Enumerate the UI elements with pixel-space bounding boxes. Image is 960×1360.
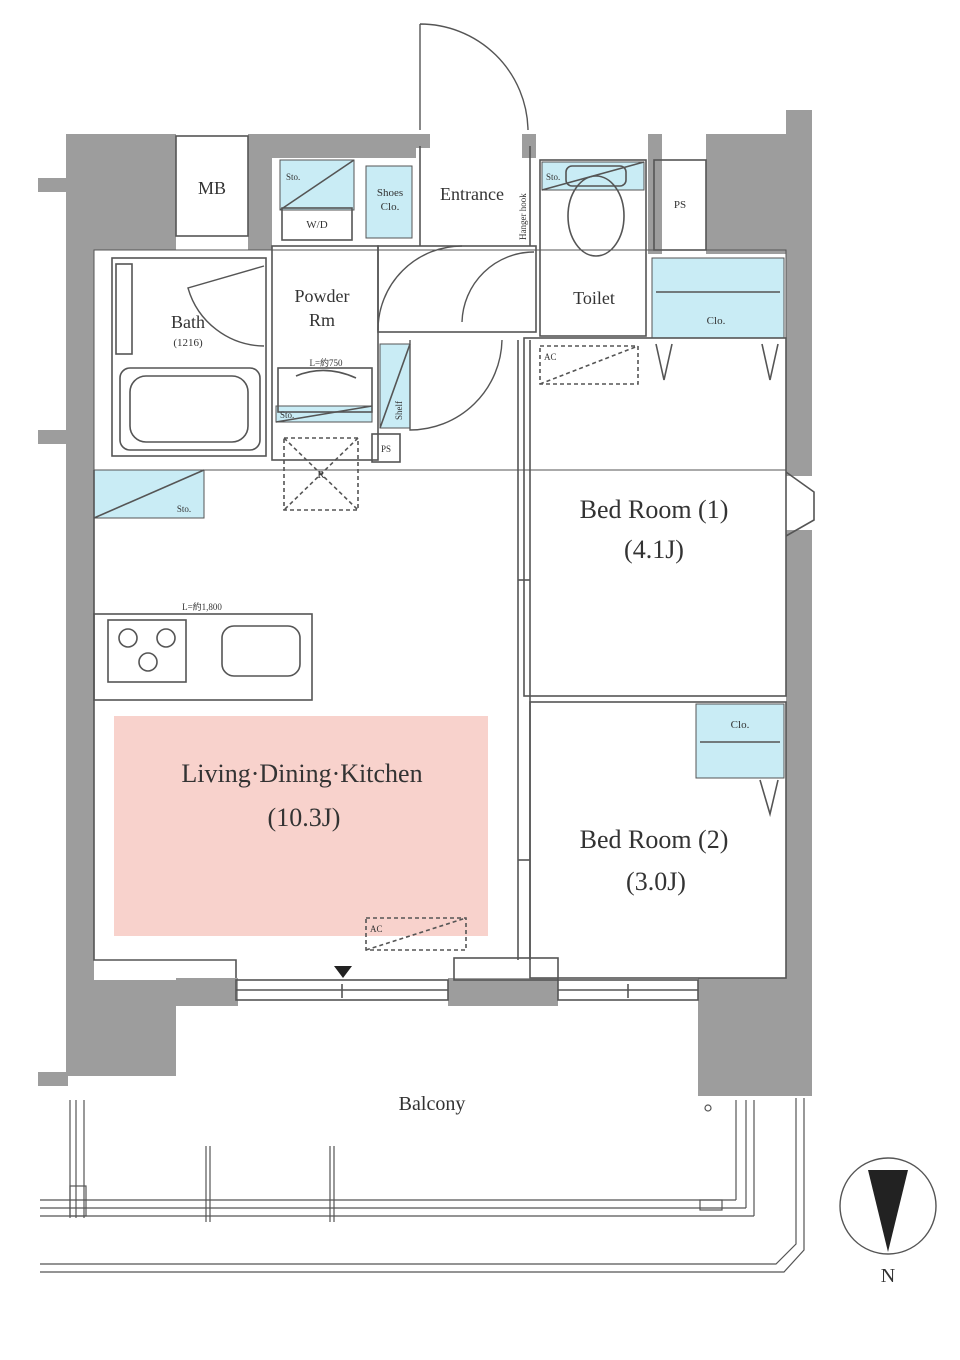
wd-label: W/D: [306, 219, 327, 231]
clo-bed2-area: [695, 703, 785, 779]
toilet-sto-label: Sto.: [546, 172, 560, 182]
clo-bed1-label: Clo.: [707, 315, 726, 327]
bed1-name-label: Bed Room (1): [580, 495, 729, 524]
balcony: [40, 1098, 805, 1273]
sto-wd-label: Sto.: [286, 172, 300, 182]
powder-label-2: Rm: [309, 310, 335, 330]
kitchen-length-label: L=約1,800: [182, 601, 222, 612]
vanity-sto-label: Sto.: [280, 410, 294, 420]
room-labels: MB Sto. W/D Shoes Clo. Entrance Hanger h…: [171, 172, 895, 1287]
shoes-clo-area: [365, 165, 413, 239]
walls: [38, 110, 812, 1096]
north-label: N: [881, 1265, 895, 1287]
ldk-highlight: [114, 716, 488, 936]
bed1-size-label: (4.1J): [624, 535, 684, 564]
shelf-label: Shelf: [394, 401, 404, 420]
bed2-size-label: (3.0J): [626, 867, 686, 896]
hanger-hook-label: Hanger hook: [518, 193, 528, 240]
storage-areas: [93, 159, 785, 779]
interior-lines: [93, 135, 815, 1001]
bed2-name-label: Bed Room (2): [580, 825, 729, 854]
bath-label: Bath: [171, 312, 205, 332]
entrance-label: Entrance: [440, 184, 504, 204]
ac-ldk-label: AC: [370, 924, 383, 934]
toilet-label: Toilet: [573, 288, 615, 308]
shoes-label-2: Clo.: [381, 201, 400, 213]
shoes-label-1: Shoes: [377, 187, 403, 199]
balcony-label: Balcony: [399, 1093, 466, 1115]
compass-icon: [839, 1157, 937, 1255]
bath-size-label: (1216): [173, 337, 203, 349]
vanity-length-label: L=約750: [309, 357, 343, 368]
door-swings: [187, 23, 535, 431]
r-label: R: [317, 469, 325, 481]
entry-marker-icon: [334, 966, 352, 978]
mb-label: MB: [198, 178, 226, 198]
ldk-name-label: Living·Dining·Kitchen: [181, 759, 422, 788]
ps-top-label: PS: [674, 199, 686, 211]
ac-bed1-label: AC: [544, 352, 557, 362]
sto-ldk-label: Sto.: [177, 504, 191, 514]
powder-label-1: Powder: [295, 286, 350, 306]
clo-bed2-label: Clo.: [731, 719, 750, 731]
ps-mid-label: PS: [381, 444, 391, 454]
ldk-size-label: (10.3J): [268, 803, 341, 832]
